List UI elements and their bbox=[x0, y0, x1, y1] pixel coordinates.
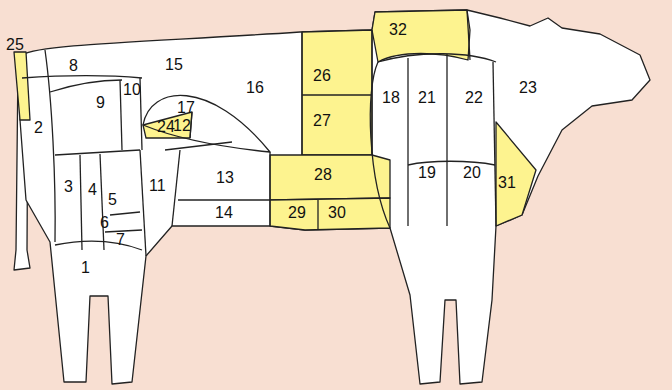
callout-number: 21 bbox=[418, 90, 436, 106]
callout-number: 29 bbox=[288, 205, 306, 221]
callout-number: 32 bbox=[389, 22, 407, 38]
cow-outline bbox=[14, 10, 650, 384]
callout-number: 19 bbox=[418, 165, 436, 181]
callout-number: 11 bbox=[149, 178, 166, 194]
callout-number: 6 bbox=[100, 215, 109, 231]
callout-number: 8 bbox=[69, 58, 78, 74]
callout-number: 25 bbox=[6, 37, 24, 53]
callout-number: 15 bbox=[165, 57, 183, 73]
callout-number: 7 bbox=[116, 232, 125, 248]
callout-number: 18 bbox=[382, 90, 400, 106]
callout-number: 20 bbox=[463, 165, 481, 181]
callout-number: 26 bbox=[313, 68, 331, 84]
callout-number: 2 bbox=[34, 120, 43, 136]
callout-number: 27 bbox=[313, 113, 331, 129]
callout-number: 30 bbox=[328, 205, 346, 221]
callout-number: 14 bbox=[215, 205, 233, 221]
callout-number: 10 bbox=[123, 82, 141, 98]
callout-number: 28 bbox=[314, 167, 332, 183]
callout-number: 5 bbox=[108, 192, 117, 208]
callout-number: 24 bbox=[157, 119, 175, 135]
callout-number: 3 bbox=[64, 179, 73, 195]
callout-number: 31 bbox=[498, 175, 516, 191]
callout-number: 12 bbox=[173, 118, 191, 134]
callout-number: 16 bbox=[246, 80, 264, 96]
callout-number: 23 bbox=[519, 80, 537, 96]
callout-number: 17 bbox=[177, 100, 195, 116]
callout-number: 4 bbox=[88, 182, 97, 198]
callout-number: 9 bbox=[96, 95, 105, 111]
callout-number: 22 bbox=[465, 90, 483, 106]
callout-number: 1 bbox=[81, 260, 90, 276]
callout-number: 13 bbox=[216, 170, 234, 186]
